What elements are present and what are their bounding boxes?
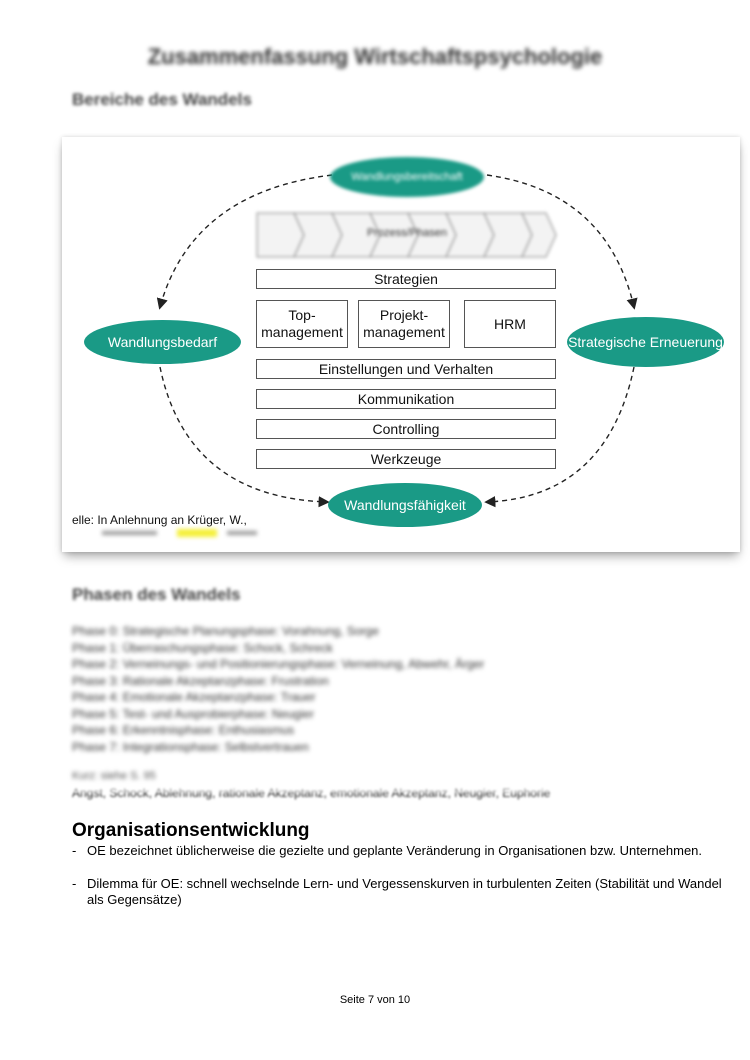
arrow-right-to-bottom bbox=[484, 366, 635, 508]
phase-line: Phase 1: Überraschungsphase: Schock, Sch… bbox=[72, 641, 333, 655]
process-arrow-row bbox=[256, 212, 557, 258]
diagram-connectors bbox=[156, 174, 638, 508]
oval-wandlungsbereitschaft: Wandlungsbereitschaft bbox=[330, 157, 484, 197]
phase-line: Phase 6: Erkenntnisphase: Enthusiasmus bbox=[72, 723, 295, 737]
oval-strategische-erneuerung: Strategische Erneuerung bbox=[567, 317, 724, 367]
bullet-text: Dilemma für OE: schnell wechselnde Lern-… bbox=[87, 876, 722, 907]
phase-line: Phase 7: Integrationsphase: Selbstvertra… bbox=[72, 740, 309, 754]
kurz-reference: Kurz: siehe S. 95 bbox=[72, 770, 156, 782]
bullet-marker: - bbox=[72, 843, 77, 858]
section-heading-bereiche: Bereiche des Wandels bbox=[72, 90, 252, 109]
bullet-item: - Dilemma für OE: schnell wechselnde Ler… bbox=[72, 876, 722, 908]
source-highlight-line bbox=[102, 529, 257, 537]
page-number: Seite 7 von 10 bbox=[339, 994, 411, 1006]
box-kommunikation: Kommunikation bbox=[256, 389, 556, 409]
arrow-top-to-left bbox=[156, 174, 333, 310]
phase-line: Phase 0: Strategische Planungsphase: Vor… bbox=[72, 624, 379, 638]
kurz-summary-text: Angst, Schock, Ablehnung, rationale Akze… bbox=[72, 786, 551, 800]
box-werkzeuge: Werkzeuge bbox=[256, 449, 556, 469]
bullet-text: OE bezeichnet üblicherweise die gezielte… bbox=[87, 843, 703, 858]
change-areas-diagram: Wandlungsbereitschaft Prozess/Phasen Wan… bbox=[62, 137, 740, 552]
box-einstellungen-verhalten: Einstellungen und Verhalten bbox=[256, 359, 556, 379]
document-title: Zusammenfassung Wirtschaftspsychologie bbox=[147, 44, 603, 69]
phase-line: Phase 3: Rationale Akzeptanzphase: Frust… bbox=[72, 674, 329, 688]
box-projektmanagement: Projekt- management bbox=[358, 300, 450, 348]
box-topmanagement: Top- management bbox=[256, 300, 348, 348]
phase-line: Phase 5: Test- und Ausprobierphase: Neug… bbox=[72, 707, 314, 721]
oval-wandlungsbedarf: Wandlungsbedarf bbox=[84, 320, 241, 364]
box-strategien: Strategien bbox=[256, 269, 556, 289]
diagram-top-blurred: Wandlungsbereitschaft Prozess/Phasen bbox=[62, 137, 740, 267]
process-phases-label: Prozess/Phasen bbox=[366, 227, 448, 239]
arrow-top-to-right bbox=[486, 174, 638, 310]
phase-line: Phase 2: Verneinungs- und Positionierung… bbox=[72, 657, 485, 671]
bullet-item: - OE bezeichnet üblicherweise die geziel… bbox=[72, 843, 722, 859]
bullet-marker: - bbox=[72, 876, 77, 891]
box-hrm: HRM bbox=[464, 300, 556, 348]
oval-wandlungsfaehigkeit: Wandlungsfähigkeit bbox=[328, 483, 482, 527]
section-heading-phasen: Phasen des Wandels bbox=[72, 585, 241, 604]
box-controlling: Controlling bbox=[256, 419, 556, 439]
section-heading-organisationsentwicklung: Organisationsentwicklung bbox=[72, 820, 310, 841]
phase-line: Phase 4: Emotionale Akzeptanzphase: Trau… bbox=[72, 690, 316, 704]
arrow-left-to-bottom bbox=[159, 366, 330, 508]
figure-source-note: elle: In Anlehnung an Krüger, W., bbox=[72, 513, 247, 527]
